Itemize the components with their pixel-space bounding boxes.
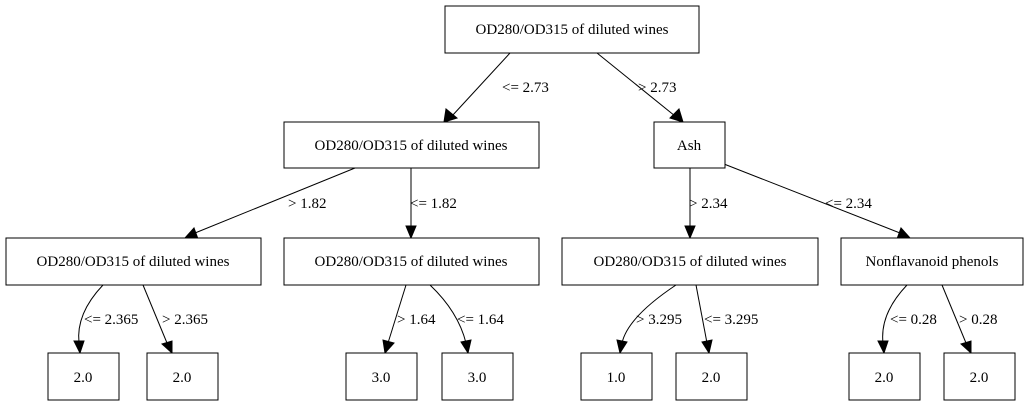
edge-n4-l3: > 1.64	[382, 284, 436, 355]
leaf-node: 3.0	[441, 352, 514, 401]
edge-label: > 2.73	[638, 80, 676, 96]
edge-label: > 1.64	[397, 312, 436, 328]
leaf-node: 2.0	[848, 352, 921, 401]
split-node: OD280/OD315 of diluted wines	[5, 237, 262, 286]
edge-n2-n5: > 2.34	[684, 168, 728, 240]
edge-label: > 0.28	[959, 312, 997, 328]
split-node-nonflavanoid: Nonflavanoid phenols	[840, 237, 1024, 286]
edge-n5-l5: > 3.295	[616, 284, 682, 355]
node-label: OD280/OD315 of diluted wines	[594, 254, 787, 270]
split-node-ash: Ash	[653, 121, 726, 169]
node-label: Ash	[677, 138, 702, 154]
edge-n3-l2: > 2.365	[142, 284, 208, 355]
leaf-label: 2.0	[970, 370, 989, 386]
split-node: OD280/OD315 of diluted wines	[283, 121, 540, 169]
edge-n6-l8: > 0.28	[941, 284, 997, 355]
edge-n5-l6: <= 3.295	[695, 284, 758, 355]
edge-label: > 3.295	[636, 312, 682, 328]
edge-label: <= 2.73	[502, 80, 549, 96]
node-label: OD280/OD315 of diluted wines	[315, 138, 508, 154]
leaf-node: 2.0	[146, 352, 219, 401]
edge-label: <= 1.64	[457, 312, 504, 328]
leaf-node: 3.0	[345, 352, 418, 401]
edge-label: <= 2.34	[825, 196, 872, 212]
edge-n2-n6: <= 2.34	[723, 163, 912, 240]
edge-n1-n3: > 1.82	[183, 167, 356, 240]
leaf-node: 1.0	[580, 352, 653, 401]
leaf-label: 2.0	[875, 370, 894, 386]
edge-n1-n4: <= 1.82	[405, 168, 457, 240]
edge-label: <= 1.82	[410, 196, 457, 212]
leaf-node: 2.0	[47, 352, 120, 401]
edge-n4-l4: <= 1.64	[429, 284, 504, 355]
leaf-label: 2.0	[702, 370, 721, 386]
leaf-node: 2.0	[675, 352, 748, 401]
edge-label: > 1.82	[288, 196, 326, 212]
node-label: OD280/OD315 of diluted wines	[315, 254, 508, 270]
node-label: OD280/OD315 of diluted wines	[37, 254, 230, 270]
leaf-node: 2.0	[943, 352, 1016, 401]
root-node: OD280/OD315 of diluted wines	[444, 5, 700, 54]
edge-root-left: <= 2.73	[443, 52, 549, 123]
leaf-label: 1.0	[607, 370, 626, 386]
edge-label: > 2.365	[162, 312, 208, 328]
edge-n3-l1: <= 2.365	[73, 284, 138, 355]
edge-label: > 2.34	[689, 196, 728, 212]
node-label: Nonflavanoid phenols	[866, 254, 999, 270]
node-label: OD280/OD315 of diluted wines	[476, 22, 669, 38]
edge-label: <= 2.365	[84, 312, 138, 328]
split-node: OD280/OD315 of diluted wines	[283, 237, 540, 286]
edge-label: <= 3.295	[704, 312, 758, 328]
leaf-label: 2.0	[74, 370, 93, 386]
edge-label: <= 0.28	[890, 312, 937, 328]
leaf-label: 2.0	[173, 370, 192, 386]
leaf-label: 3.0	[372, 370, 391, 386]
edge-n6-l7: <= 0.28	[877, 284, 937, 355]
leaf-label: 3.0	[468, 370, 487, 386]
edge-root-right: > 2.73	[596, 52, 684, 123]
split-node: OD280/OD315 of diluted wines	[561, 237, 819, 286]
